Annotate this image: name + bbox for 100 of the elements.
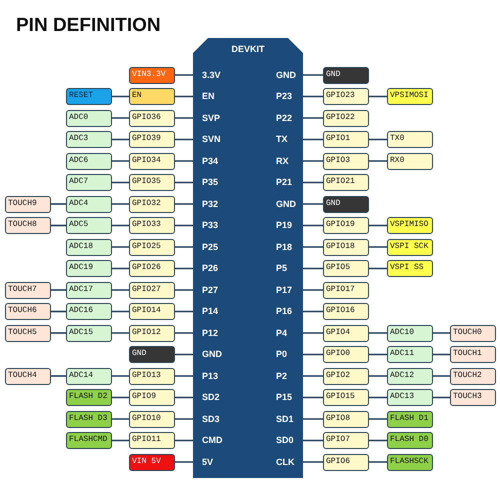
touch-label: TOUCH1 [450,346,496,363]
pin-name: P27 [193,282,218,298]
pin-name: P21 [276,174,303,191]
gpio-label: GPIO33 [129,217,175,234]
connector-line [112,310,129,312]
gpio-label: GPIO16 [323,303,369,320]
connector-line [112,203,129,205]
adc-label: ADC12 [387,368,433,384]
adc-label: ADC6 [66,152,112,170]
connector-line [175,268,193,270]
adc-label: ADC3 [66,131,112,148]
pin-name: P22 [276,110,303,126]
connector-line [303,246,323,248]
dev-board [193,38,303,478]
gpio-label: GPIO23 [323,88,369,105]
connector-line [303,310,323,312]
gpio-label: GPIO7 [323,432,369,449]
pin-name: P25 [193,238,218,256]
connector-line [433,396,450,398]
connector-line [112,160,129,162]
spi-label: VSPI SS [387,260,433,277]
gpio-label: GPIO36 [129,110,175,126]
connector-line [369,418,387,420]
adc-label: ADC11 [387,346,433,363]
gpio-label: GPIO6 [323,454,369,470]
gpio-label: GPIO25 [129,238,175,256]
connector-line [369,375,387,377]
connector-line [303,440,323,442]
pin-name: SD0 [276,432,303,449]
connector-line [433,375,450,377]
flash-label: FLASH D1 [387,410,433,428]
connector-line [369,138,387,140]
power-label: VIN3.3V [129,66,175,84]
connector-line [175,246,193,248]
pin-name: SVP [193,110,220,126]
pin-name: P26 [193,260,218,277]
connector-line [175,74,193,76]
gpio-label: GPIO22 [323,110,369,126]
enable-label: EN [129,88,175,105]
connector-line [369,440,387,442]
connector-line [433,332,450,334]
connector-line [369,332,387,334]
pin-name: SD2 [193,389,220,406]
pin-name: P23 [276,88,303,105]
connector-line [369,246,387,248]
pin-name: CLK [276,454,303,470]
connector-line [112,440,129,442]
connector-line [51,224,66,226]
adc-label: ADC15 [66,324,112,342]
gpio-label: GPIO10 [129,410,175,428]
connector-line [51,203,66,205]
board-title: DEVKIT [232,44,264,55]
pin-name: RX [276,152,303,170]
flash-label: FLASH D3 [66,410,112,428]
gpio-label: GPIO11 [129,432,175,449]
pin-name: GND [276,66,303,84]
uart-label: TX0 [387,131,433,148]
gpio-label: GPIO27 [129,282,175,298]
pin-name: SD3 [193,410,220,428]
connector-line [175,96,193,98]
connector-line [303,354,323,356]
gpio-label: GPIO21 [323,174,369,191]
gpio-label: GPIO34 [129,152,175,170]
pin-name: P0 [276,346,303,363]
connector-line [303,182,323,184]
pin-name: P19 [276,217,303,234]
connector-line [303,396,323,398]
touch-label: TOUCH7 [5,282,51,298]
connector-line [369,268,387,270]
pin-name: P13 [193,368,218,384]
connector-line [303,289,323,291]
pin-name: EN [193,88,215,105]
connector-line [175,160,193,162]
pin-name: P18 [276,238,303,256]
gpio-label: GPIO19 [323,217,369,234]
touch-label: TOUCH9 [5,196,51,212]
adc-label: ADC19 [66,260,112,277]
flash-label: FLASHCMD [66,432,112,449]
connector-line [175,203,193,205]
gpio-label: GPIO35 [129,174,175,191]
uart-label: RX0 [387,152,433,170]
flash-label: FLASHSCK [387,454,433,470]
connector-line [303,332,323,334]
connector-line [303,117,323,119]
gpio-label: GPIO1 [323,131,369,148]
connector-line [369,461,387,463]
connector-line [51,332,66,334]
gpio-label: GPIO12 [129,324,175,342]
connector-line [175,332,193,334]
adc-label: ADC13 [387,389,433,406]
pin-name: P4 [276,324,303,342]
connector-line [303,138,323,140]
connector-line [303,461,323,463]
touch-label: TOUCH4 [5,368,51,384]
connector-line [303,160,323,162]
flash-label: FLASH D2 [66,389,112,406]
connector-line [433,354,450,356]
connector-line [112,117,129,119]
gpio-label: GPIO3 [323,152,369,170]
gpio-label: GPIO13 [129,368,175,384]
